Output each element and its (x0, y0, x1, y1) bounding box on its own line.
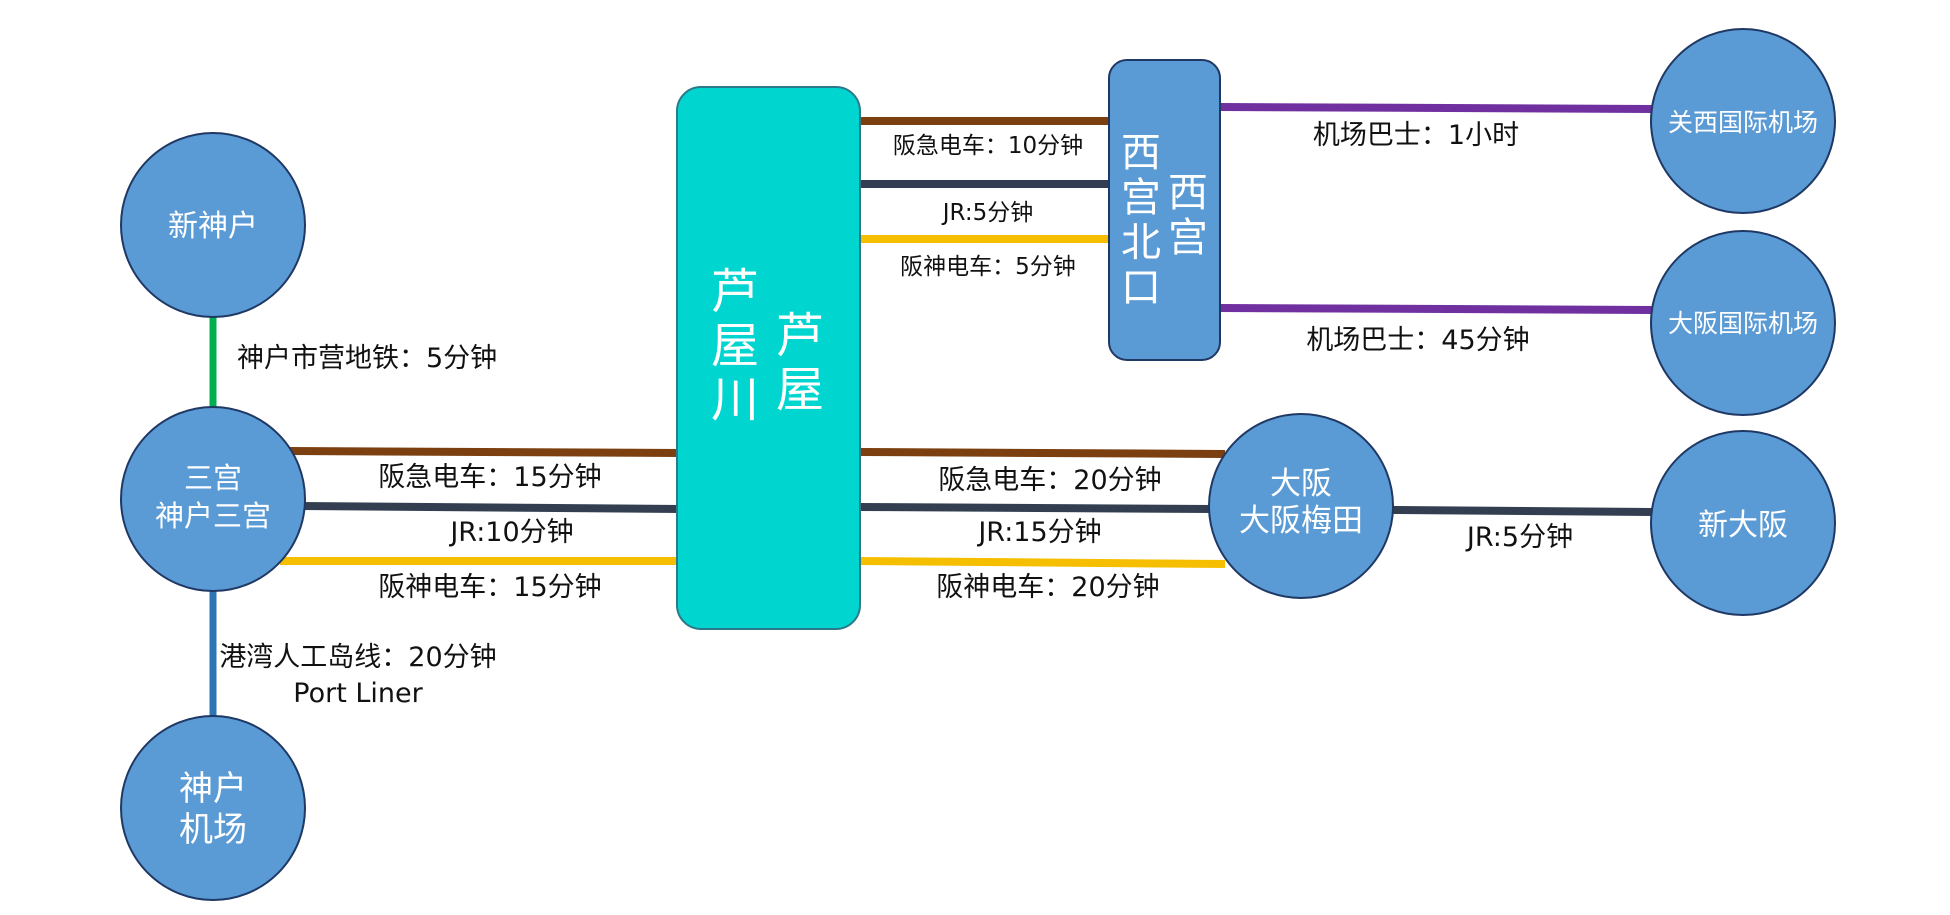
label-jr-ashiya-osaka: JR:15分钟 (976, 517, 1101, 548)
station-osaka-label-1: 大阪 (1270, 466, 1332, 502)
line-bus-kansai (1219, 103, 1661, 113)
station-shin-kobe-label: 新神户 (168, 209, 258, 244)
station-shin-kobe[interactable] (120, 132, 306, 318)
label-hanshin-ashiya-osaka: 阪神电车：20分钟 (936, 572, 1159, 603)
station-sannomiya-label-1: 三宫 (184, 461, 242, 495)
station-nishinomiya-kitaguchi-label: 西宫北口 (1121, 130, 1161, 311)
label-jr-osaka-shin-osaka: JR:5分钟 (1465, 522, 1573, 553)
label-bus-itami: 机场巴士：45分钟 (1306, 325, 1529, 356)
station-osaka[interactable] (1208, 413, 1394, 599)
station-itami-airport[interactable] (1650, 230, 1836, 416)
label-jr-sannomiya-ashiya: JR:10分钟 (448, 517, 573, 548)
station-shin-osaka[interactable] (1650, 430, 1836, 616)
label-bus-kansai: 机场巴士：1小时 (1313, 120, 1519, 151)
label-portliner-2: Port Liner (293, 678, 423, 709)
station-sannomiya-label-2: 神户三宫 (155, 499, 271, 533)
line-jr-sannomiya-ashiya (299, 502, 681, 513)
station-shin-osaka-label: 新大阪 (1698, 508, 1788, 543)
label-subway: 神户市营地铁：5分钟 (237, 343, 497, 374)
label-hanshin-sannomiya-ashiya: 阪神电车：15分钟 (378, 572, 601, 603)
line-hankyu-sannomiya-ashiya (289, 447, 681, 457)
line-bus-itami (1219, 304, 1661, 314)
label-hankyu-sannomiya-ashiya: 阪急电车：15分钟 (378, 462, 601, 493)
station-nishinomiya-label: 西宫 (1168, 170, 1208, 261)
station-kobe-airport-label-2: 机场 (179, 810, 247, 850)
label-portliner-1: 港湾人工岛线：20分钟 (219, 642, 496, 673)
line-jr-ashiya-osaka (859, 503, 1213, 513)
label-hanshin-ashiya-nishinomiya: 阪神电车：5分钟 (900, 254, 1076, 280)
station-kobe-airport-label-1: 神户 (179, 769, 247, 809)
line-hankyu-ashiya-osaka (859, 448, 1226, 458)
label-hankyu-ashiya-nishinomiya: 阪急电车：10分钟 (893, 133, 1083, 159)
station-ashiya-label: 芦屋 (776, 308, 824, 418)
line-hanshin-ashiya-osaka (859, 557, 1226, 568)
station-kansai-airport-label: 关西国际机场 (1668, 108, 1818, 137)
label-hankyu-ashiya-osaka: 阪急电车：20分钟 (938, 465, 1161, 496)
station-sannomiya[interactable] (120, 406, 306, 592)
station-kansai-airport[interactable] (1650, 28, 1836, 214)
station-osaka-label-2: 大阪梅田 (1239, 503, 1363, 539)
station-ashiyagawa-label: 芦屋川 (711, 264, 759, 428)
label-jr-ashiya-nishinomiya: JR:5分钟 (941, 200, 1033, 226)
station-kobe-airport[interactable] (120, 715, 306, 901)
station-nishinomiya[interactable] (1108, 59, 1221, 361)
line-jr-osaka-shin-osaka (1389, 506, 1661, 516)
station-itami-airport-label: 大阪国际机场 (1668, 309, 1818, 338)
station-ashiya[interactable] (676, 86, 861, 630)
